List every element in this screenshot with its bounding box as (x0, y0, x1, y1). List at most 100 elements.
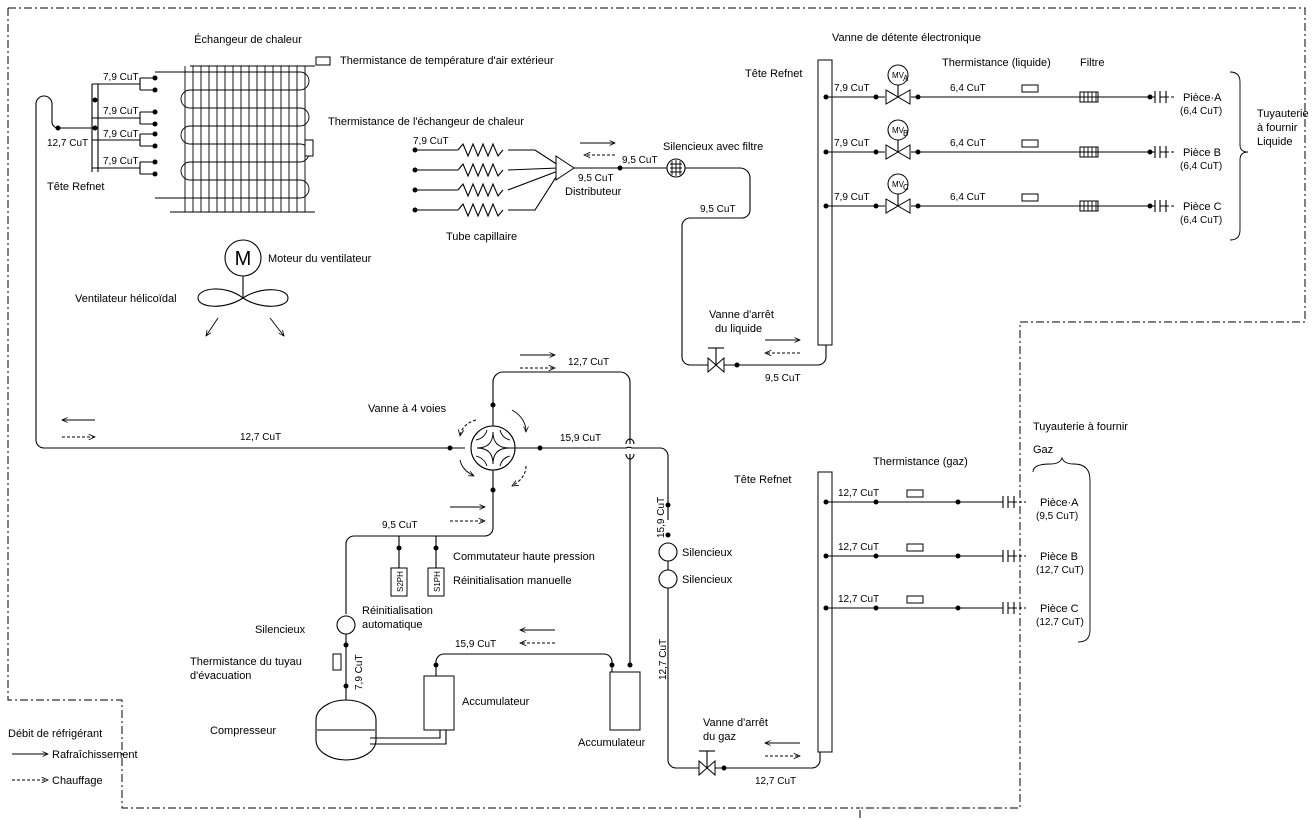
discharge-thermistor-symbol (332, 653, 342, 671)
pipe-size-label: 7,9 CuT (354, 654, 365, 690)
liquid-thermistor-symbol (1021, 193, 1039, 202)
fan-motor-label: Moteur du ventilateur (268, 253, 372, 265)
distributor-label: Distributeur (565, 186, 622, 198)
liquid-room-size: (6,4 CuT) (1180, 106, 1222, 117)
mv-subscript: B (903, 129, 908, 138)
discharge-thermistor-label-2: d'évacuation (190, 670, 251, 682)
discharge-muffler (336, 615, 356, 635)
gas-stop-valve-label-1: Vanne d'arrêt (703, 717, 768, 729)
muffler-left-label: Silencieux (255, 624, 306, 636)
liquid-piping-label-2: à fournir (1257, 122, 1298, 134)
mv-subscript: C (903, 183, 909, 192)
pipe-size-label: 6,4 CuT (950, 138, 986, 149)
pipe-size-label: 7,9 CuT (103, 106, 139, 117)
pipe-size-label: 12,7 CuT (755, 776, 796, 787)
gas-piping-label-2: Gaz (1033, 444, 1053, 456)
hx-gas-pipe (35, 95, 465, 449)
outdoor-air-thermistor-label: Thermistance de température d'air extéri… (340, 55, 554, 67)
auto-reset-label-1: Réinitialisation (362, 605, 433, 617)
liquid-piping-label-3: Liquide (1257, 136, 1292, 148)
pipe-size-label: 15,9 CuT (656, 497, 667, 538)
pipe-size-label: 9,5 CuT (765, 373, 801, 384)
pipe-size-label: 9,5 CuT (622, 155, 658, 166)
gas-piping-brace (1032, 456, 1091, 643)
liquid-room-size: (6,4 CuT) (1180, 215, 1222, 226)
muffler-with-filter (666, 158, 686, 178)
s1ph-label: S1PH (433, 571, 442, 592)
liquid-room-label: Pièce·A (1183, 92, 1222, 104)
high-pressure-switch-label: Commutateur haute pression (453, 551, 595, 563)
gas-room-size: (12,7 CuT) (1036, 565, 1084, 576)
gas-stop-valve-label-2: du gaz (703, 731, 736, 743)
gas-stop-valve (698, 750, 716, 777)
thermistor-gas-label: Thermistance (gaz) (873, 456, 968, 468)
discharge-thermistor-label-1: Thermistance du tuyau (190, 656, 302, 668)
accumulator-2-label: Accumulateur (578, 737, 646, 749)
s1ph-switch (427, 567, 445, 597)
filter-symbol (1079, 146, 1099, 158)
pipe-size-label: 15,9 CuT (560, 433, 601, 444)
compressor (315, 699, 447, 761)
gas-thermistor-symbol (906, 489, 924, 498)
pipe-size-label: 6,4 CuT (950, 83, 986, 94)
pipe-size-label: 7,9 CuT (103, 72, 139, 83)
motor-letter: M (235, 248, 252, 270)
pipe-size-label: 9,5 CuT (578, 173, 614, 184)
outdoor-air-thermistor-symbol (315, 56, 331, 66)
legend-heating-label: Chauffage (52, 775, 103, 787)
hx-thermistor-label: Thermistance de l'échangeur de chaleur (328, 116, 524, 128)
liquid-stop-valve-label-2: du liquide (715, 323, 762, 335)
filter-symbol (1079, 91, 1099, 103)
bottom-refnet-head-label: Tête Refnet (734, 474, 791, 486)
manual-reset-label: Réinitialisation manuelle (453, 575, 572, 587)
gas-muffler-1-label: Silencieux (682, 547, 733, 559)
gas-room-label: Pièce B (1040, 551, 1078, 563)
pipe-size-label: 12,7 CuT (838, 594, 879, 605)
gas-thermistor-symbol (906, 595, 924, 604)
filter-symbol (1079, 200, 1099, 212)
pipe-size-label: 9,5 CuT (700, 204, 736, 215)
propeller-fan-symbol (197, 288, 289, 336)
liquid-stop-valve-label-1: Vanne d'arrêt (709, 309, 774, 321)
pipe-size-label: 12,7 CuT (658, 639, 669, 680)
pipe-size-label: 7,9 CuT (834, 138, 870, 149)
legend-title: Débit de réfrigérant (8, 728, 102, 740)
s2ph-switch (390, 567, 408, 597)
pipe-size-label: 7,9 CuT (103, 156, 139, 167)
gas-refnet-header (817, 471, 833, 753)
top-refnet-head-label: Tête Refnet (745, 68, 802, 80)
liquid-thermistor-symbol (1021, 84, 1039, 93)
liquid-piping-label-1: Tuyauterie (1257, 108, 1309, 120)
liquid-room-label: Pièce C (1183, 201, 1222, 213)
suction-upper-loop (492, 371, 631, 665)
liquid-refnet-header (817, 59, 833, 346)
s2ph-label: S2PH (396, 571, 405, 592)
liquid-thermistor-symbol (1021, 139, 1039, 148)
filter-label: Filtre (1080, 57, 1104, 69)
mv-label: MV (892, 126, 905, 135)
accumulator-1 (423, 675, 455, 731)
pipe-size-label: 15,9 CuT (455, 639, 496, 650)
auto-reset-label-2: automatique (362, 619, 423, 631)
discharge-line (345, 470, 494, 614)
pipe-size-label: 7,9 CuT (413, 136, 449, 147)
pipe-size-label: 7,9 CuT (103, 129, 139, 140)
liquid-room-label: Pièce B (1183, 147, 1221, 159)
pipe-size-label: 6,4 CuT (950, 192, 986, 203)
mv-label: MV (892, 71, 905, 80)
pipe-size-label: 12,7 CuT (838, 488, 879, 499)
liquid-piping-brace (1229, 71, 1249, 241)
fan-motor-symbol: M (224, 239, 262, 298)
liquid-room-size: (6,4 CuT) (1180, 161, 1222, 172)
left-refnet-header (55, 75, 158, 177)
